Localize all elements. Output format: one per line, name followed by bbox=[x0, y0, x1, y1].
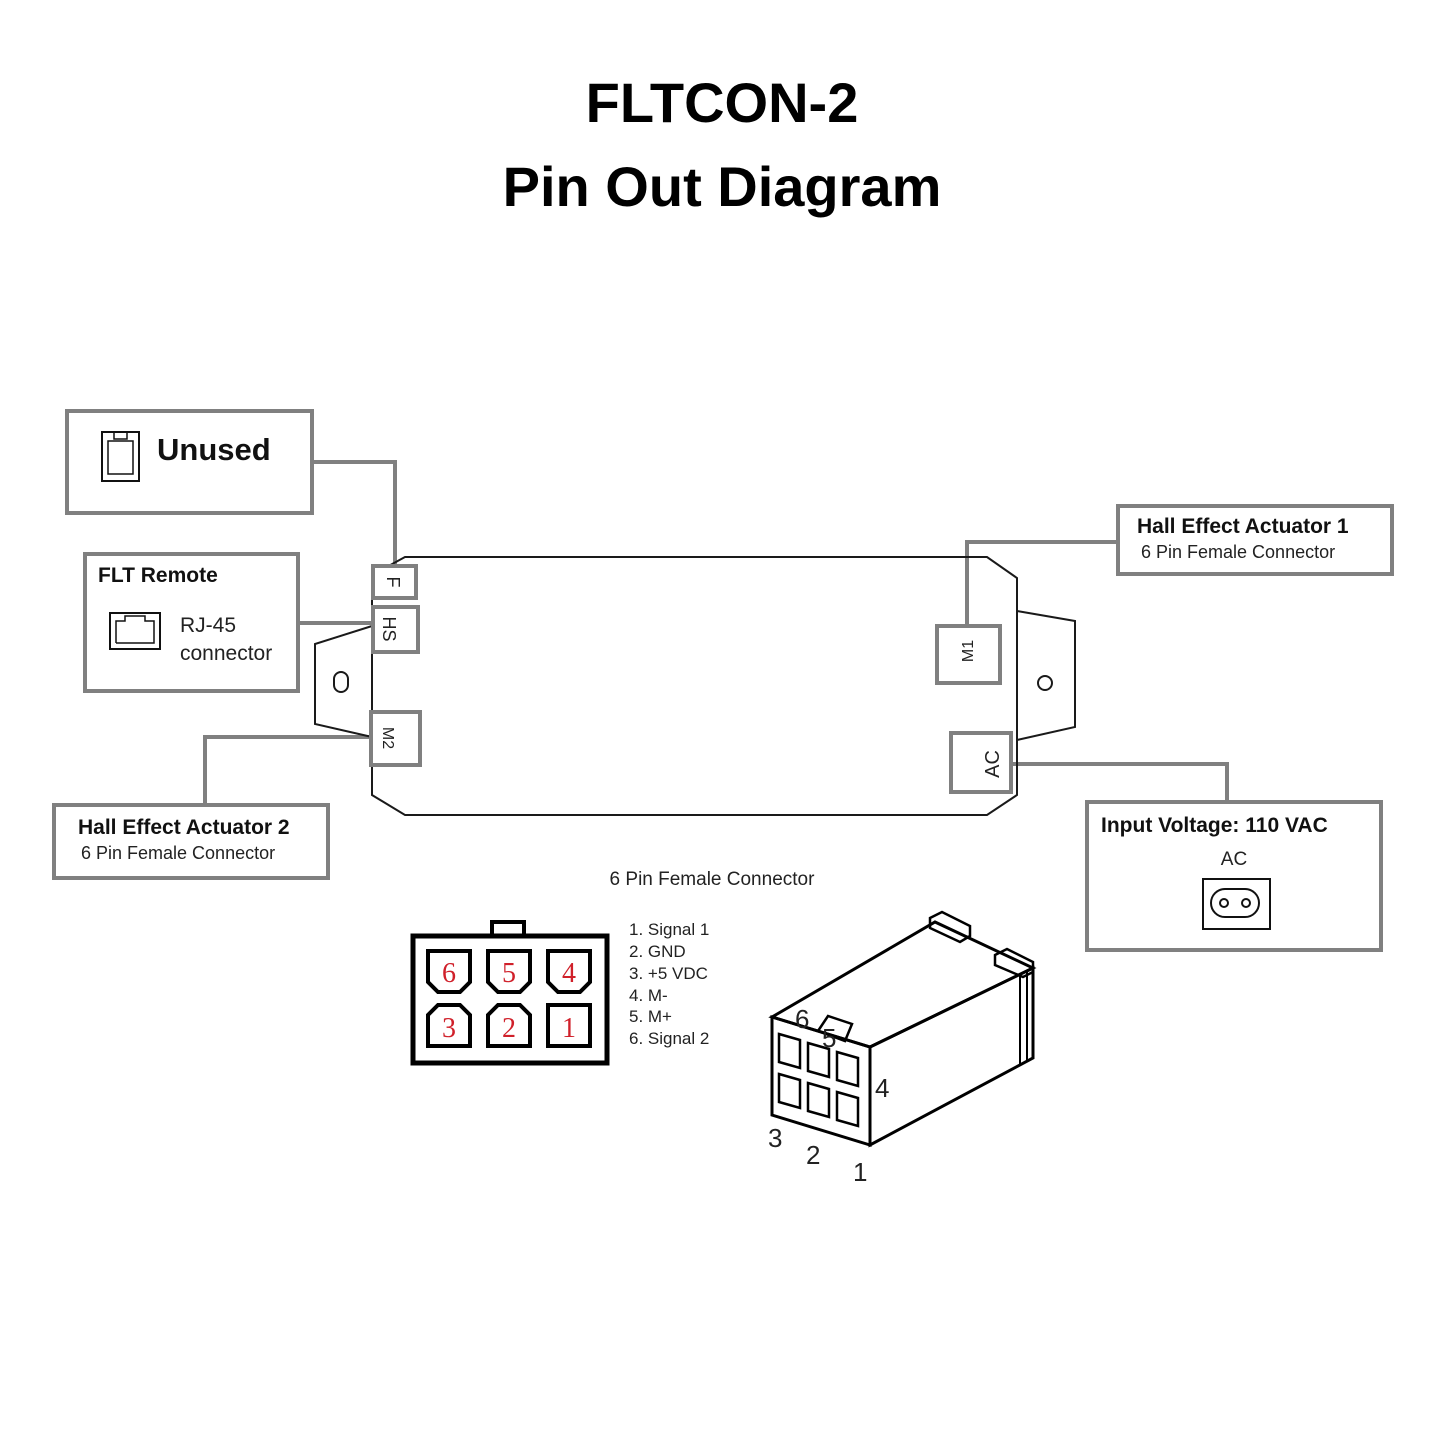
pinout-item-3: 3. +5 VDC bbox=[629, 964, 708, 983]
pin-cell-4: 4 bbox=[546, 949, 592, 994]
pin-cell-6: 6 bbox=[426, 949, 472, 994]
mount-hole-right bbox=[1037, 675, 1053, 691]
port-ac: AC bbox=[949, 731, 1013, 794]
port-hs: HS bbox=[371, 605, 420, 654]
input-voltage-title: Input Voltage: 110 VAC bbox=[1101, 814, 1328, 837]
pinout-item-6: 6. Signal 2 bbox=[629, 1029, 709, 1048]
pin-number-2: 2 bbox=[502, 1013, 516, 1044]
leader-input-voltage bbox=[1012, 762, 1229, 802]
callout-flt-remote: FLT Remote RJ-45 connector bbox=[83, 552, 300, 693]
callout-hall1: Hall Effect Actuator 1 6 Pin Female Conn… bbox=[1116, 504, 1394, 576]
page-title: FLTCON-2 bbox=[586, 71, 859, 134]
pin-number-6: 6 bbox=[442, 958, 456, 989]
rj45-label-line1: RJ-45 bbox=[180, 614, 236, 637]
pin-cell-2: 2 bbox=[486, 1003, 532, 1048]
iso-pin-4: 4 bbox=[875, 1073, 889, 1103]
pin-cell-3: 3 bbox=[426, 1003, 472, 1048]
flt-remote-title: FLT Remote bbox=[98, 564, 218, 587]
rj45-label-line2: connector bbox=[180, 642, 272, 665]
pinout-item-5: 5. M+ bbox=[629, 1007, 672, 1026]
connector-isometric: 6 5 4 3 2 1 bbox=[768, 910, 1037, 1187]
pin-number-1: 1 bbox=[562, 1013, 576, 1044]
pin-cell-5: 5 bbox=[486, 949, 532, 994]
leader-unused bbox=[312, 460, 397, 566]
callout-hall2: Hall Effect Actuator 2 6 Pin Female Conn… bbox=[52, 803, 330, 880]
iso-pin-5: 5 bbox=[822, 1023, 836, 1053]
iso-pin-2: 2 bbox=[806, 1140, 820, 1170]
callout-unused: Unused bbox=[65, 409, 314, 515]
mount-hole-left bbox=[333, 671, 349, 693]
rj45-icon bbox=[109, 612, 161, 650]
hall2-title: Hall Effect Actuator 2 bbox=[78, 816, 290, 839]
port-m1: M1 bbox=[935, 624, 1002, 685]
ac-connector-label: AC bbox=[1221, 849, 1247, 870]
pinout-item-1: 1. Signal 1 bbox=[629, 920, 709, 939]
iso-pin-3: 3 bbox=[768, 1123, 782, 1153]
pinout-list: 1. Signal 1 2. GND 3. +5 VDC 4. M- 5. M+… bbox=[629, 920, 709, 1048]
port-m1-label: M1 bbox=[960, 640, 977, 662]
pinout-item-4: 4. M- bbox=[629, 986, 668, 1005]
pin-number-3: 3 bbox=[442, 1013, 456, 1044]
port-m2: M2 bbox=[369, 710, 422, 767]
callout-input-voltage: Input Voltage: 110 VAC AC bbox=[1085, 800, 1383, 952]
port-ac-label: AC bbox=[982, 750, 1004, 778]
hall1-subtitle: 6 Pin Female Connector bbox=[1141, 542, 1335, 562]
iso-pin-6: 6 bbox=[795, 1004, 809, 1034]
leader-hall1 bbox=[965, 540, 1118, 626]
hall2-subtitle: 6 Pin Female Connector bbox=[81, 843, 275, 863]
port-f-label: F bbox=[383, 577, 403, 588]
port-hs-label: HS bbox=[379, 616, 399, 641]
ac-plug-icon bbox=[1202, 878, 1271, 930]
controller-body bbox=[314, 556, 1076, 816]
page-subtitle: Pin Out Diagram bbox=[503, 155, 942, 218]
pinout-item-2: 2. GND bbox=[629, 942, 686, 961]
hall1-title: Hall Effect Actuator 1 bbox=[1137, 515, 1349, 538]
port-m2-label: M2 bbox=[379, 727, 396, 749]
iso-pin-1: 1 bbox=[853, 1157, 867, 1187]
pin-number-4: 4 bbox=[562, 958, 576, 989]
leader-hall2 bbox=[203, 735, 372, 805]
port-f: F bbox=[371, 564, 418, 600]
connector-detail-heading: 6 Pin Female Connector bbox=[610, 869, 816, 890]
pin-number-5: 5 bbox=[502, 958, 516, 989]
pin-cell-1: 1 bbox=[546, 1003, 592, 1048]
unused-title: Unused bbox=[157, 432, 271, 467]
connector-icon bbox=[101, 431, 140, 482]
connector-face: 6 5 4 3 2 1 bbox=[410, 920, 610, 1066]
